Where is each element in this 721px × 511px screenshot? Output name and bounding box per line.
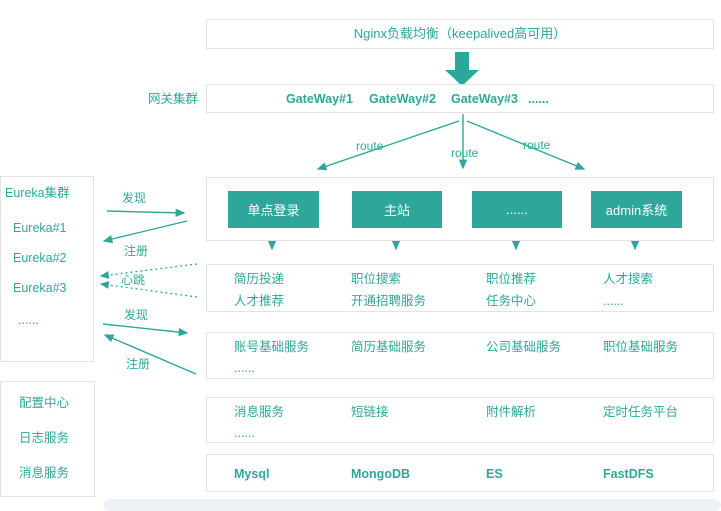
base-service: 公司基础服务 <box>486 340 562 354</box>
storage-layer-box: Mysql MongoDB ES FastDFS <box>206 454 714 492</box>
heartbeat-arrow-2 <box>99 281 198 298</box>
eureka-cluster-box: Eureka集群 Eureka#1 Eureka#2 Eureka#3 ....… <box>0 176 94 362</box>
discover-label-1: 发现 <box>122 191 147 205</box>
middleware-service-more: ...... <box>234 426 255 440</box>
storage-mysql: Mysql <box>234 467 270 481</box>
app-sso: 单点登录 <box>228 191 319 228</box>
eureka-node-2: Eureka#2 <box>13 251 67 265</box>
discover-arrow-1 <box>106 208 186 217</box>
middleware-service: 消息服务 <box>234 405 285 419</box>
eureka-node-more: ...... <box>18 313 39 327</box>
eureka-node-1: Eureka#1 <box>13 221 67 235</box>
nginx-to-gateway-arrow <box>445 52 479 86</box>
business-service: 任务中心 <box>486 294 537 308</box>
eureka-title: Eureka集群 <box>5 186 70 200</box>
business-service: 职位搜索 <box>351 272 402 286</box>
base-service-more: ...... <box>234 361 255 375</box>
route-arrow-left <box>316 120 460 171</box>
app-more: ...... <box>472 191 562 228</box>
heartbeat-arrow-1 <box>99 263 198 279</box>
app-admin: admin系统 <box>591 191 682 228</box>
gateway-node-3: GateWay#3 <box>451 92 518 106</box>
gateway-cluster-box: GateWay#1 GateWay#2 GateWay#3 ...... <box>206 84 714 113</box>
storage-es: ES <box>486 467 503 481</box>
business-service: 简历投递 <box>234 272 285 286</box>
register-label-2: 注册 <box>126 357 151 371</box>
gateway-cluster-side-label: 网关集群 <box>148 92 199 106</box>
middleware-service: 附件解析 <box>486 405 537 419</box>
business-service: ...... <box>603 294 624 308</box>
infra-services-box: 配置中心 日志服务 消息服务 <box>0 381 95 497</box>
base-service: 简历基础服务 <box>351 340 427 354</box>
business-service: 职位推荐 <box>486 272 537 286</box>
base-service: 职位基础服务 <box>603 340 679 354</box>
middleware-service: 短链接 <box>351 405 389 419</box>
middleware-layer-box: 消息服务 短链接 附件解析 定时任务平台 ...... <box>206 397 714 443</box>
middleware-service: 定时任务平台 <box>603 405 679 419</box>
storage-mongodb: MongoDB <box>351 467 411 481</box>
infra-log-service: 日志服务 <box>19 431 70 445</box>
gateway-node-2: GateWay#2 <box>369 92 436 106</box>
route-label-center: route <box>451 146 479 160</box>
storage-fastdfs: FastDFS <box>603 467 654 481</box>
gateway-node-more: ...... <box>528 92 549 106</box>
route-label-left: route <box>356 139 384 153</box>
route-label-right: route <box>523 138 551 152</box>
register-arrow-2 <box>103 334 197 375</box>
business-service: 开通招聘服务 <box>351 294 427 308</box>
heartbeat-label: 心跳 <box>121 273 146 287</box>
nginx-label: Nginx负载均衡（keepalived高可用） <box>353 26 567 41</box>
business-service: 人才搜索 <box>603 272 654 286</box>
register-arrow-1 <box>102 220 188 244</box>
infra-config-center: 配置中心 <box>19 396 70 410</box>
discover-label-2: 发现 <box>124 308 149 322</box>
business-service: 人才推荐 <box>234 294 285 308</box>
app-main-site: 主站 <box>352 191 442 228</box>
infra-msg-service: 消息服务 <box>19 466 70 480</box>
discover-arrow-2 <box>102 323 189 337</box>
gateway-node-1: GateWay#1 <box>286 92 353 106</box>
register-label-1: 注册 <box>124 244 149 258</box>
bottom-shadow-bar <box>103 499 721 511</box>
eureka-node-3: Eureka#3 <box>13 281 67 295</box>
base-layer-box: 账号基础服务 简历基础服务 公司基础服务 职位基础服务 ...... <box>206 332 714 379</box>
base-service: 账号基础服务 <box>234 340 310 354</box>
business-layer-box: 简历投递 职位搜索 职位推荐 人才搜索 人才推荐 开通招聘服务 任务中心 ...… <box>206 264 714 312</box>
nginx-load-balancer-box: Nginx负载均衡（keepalived高可用） <box>206 19 714 49</box>
app-layer-box: 单点登录 主站 ...... admin系统 <box>206 177 714 241</box>
